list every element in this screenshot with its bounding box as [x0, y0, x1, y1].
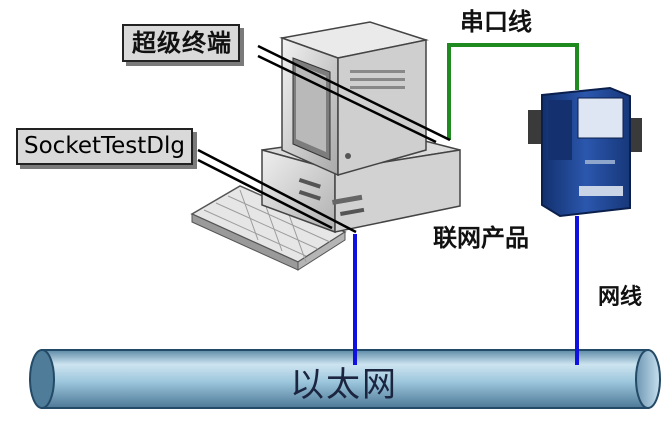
- keyboard-icon: [190, 185, 347, 271]
- callout-pointers: [197, 44, 451, 234]
- network-cables: [353, 216, 579, 365]
- desktop-computer-icon: [279, 21, 429, 177]
- serial-cable: [447, 43, 579, 140]
- ethernet-label: 以太网: [290, 365, 398, 405]
- networked-product-label: 联网产品: [433, 224, 529, 252]
- serial-cable-label: 串口线: [460, 8, 532, 36]
- super-terminal-label: 超级终端: [122, 24, 240, 62]
- socket-test-dlg-label: SocketTestDlg: [16, 128, 193, 165]
- serial-server-icon: [528, 86, 642, 218]
- network-cable-label: 网线: [598, 285, 643, 310]
- ethernet-pipe: [29, 349, 661, 409]
